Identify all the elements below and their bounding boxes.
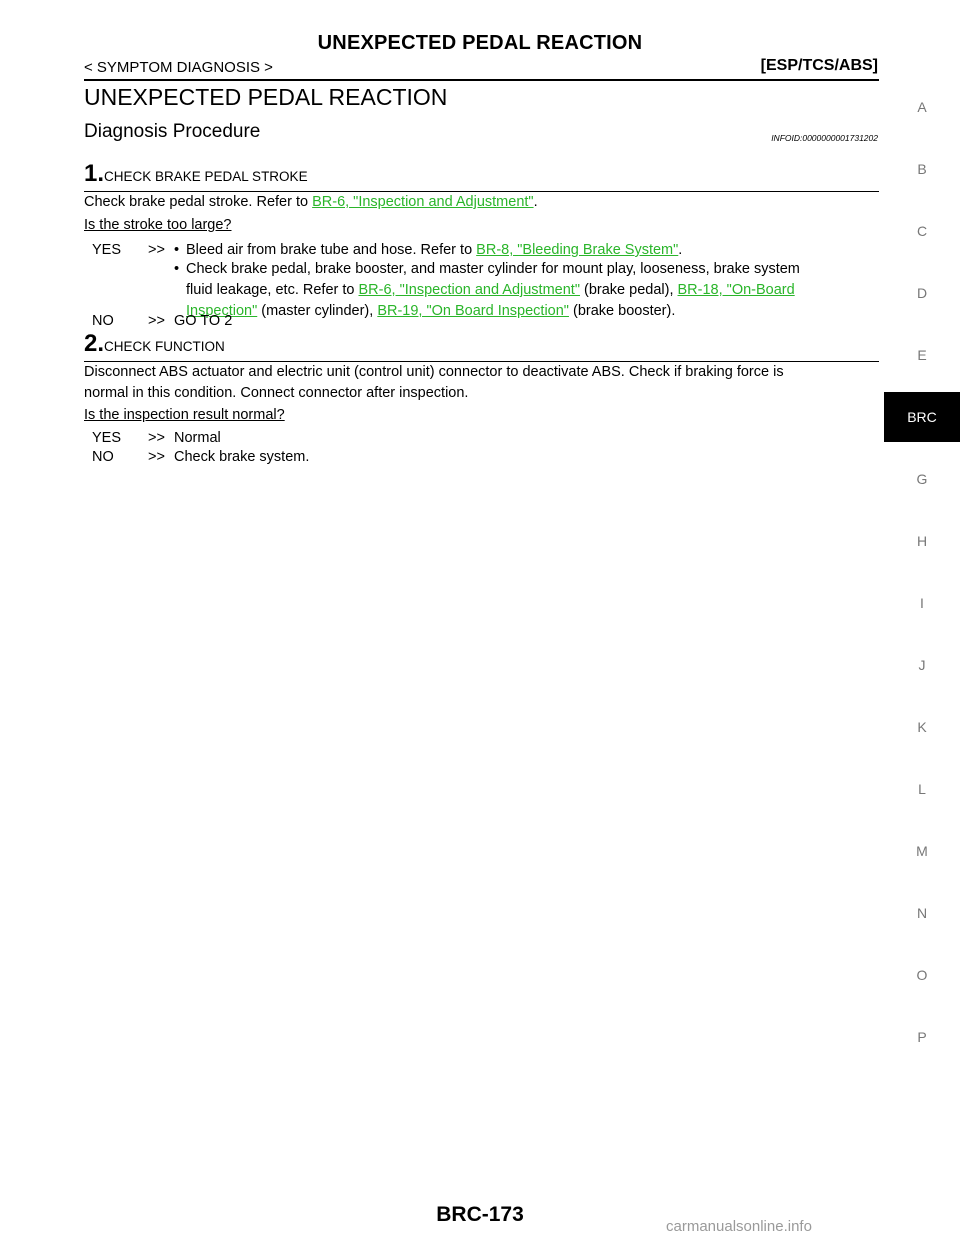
bullet-2-line-3: Inspection" (master cylinder), BR-19, "O… (186, 301, 880, 322)
link-br8-bleeding[interactable]: BR-8, "Bleeding Brake System" (476, 242, 679, 258)
bullet-2-line-1: Check brake pedal, brake booster, and ma… (186, 261, 800, 277)
link-br19-onboard[interactable]: BR-19, "On Board Inspection" (377, 303, 569, 319)
watermark: carmanualsonline.info (666, 1218, 812, 1235)
step-2-no-text: Check brake system. (174, 449, 310, 465)
step-1-text: Check brake pedal stroke. Refer to (84, 194, 313, 210)
section-tab-l[interactable]: L (918, 781, 926, 797)
step-1-instruction: Check brake pedal stroke. Refer to BR-6,… (84, 192, 879, 213)
step-1-no-text: GO TO 2 (174, 313, 233, 329)
step-2-no-label: NO (92, 449, 114, 465)
section-tab-g[interactable]: G (916, 471, 928, 487)
bullet-2-line-2: fluid leakage, etc. Refer to BR-6, "Insp… (186, 280, 880, 301)
section-tab-h[interactable]: H (916, 533, 928, 549)
bullet-2-text-master: (master cylinder), (257, 303, 378, 319)
section-tab-brc[interactable]: BRC (884, 392, 960, 442)
link-br18-onboard-b[interactable]: Inspection" (186, 303, 258, 319)
section-tab-c[interactable]: C (916, 223, 928, 239)
step-1-no-arrow: >> (148, 313, 165, 329)
step-2-yes-arrow: >> (148, 430, 165, 446)
step-2-heading: 2.CHECK FUNCTION (84, 330, 879, 362)
step-2-no-arrow: >> (148, 449, 165, 465)
step-2-line-1: Disconnect ABS actuator and electric uni… (84, 364, 784, 380)
step-2-yes-label: YES (92, 430, 122, 446)
bullet-icon: • (174, 242, 180, 258)
step-1-text-end: . (533, 194, 538, 210)
bullet-1-text: Bleed air from brake tube and hose. Refe… (186, 242, 477, 258)
running-header-section: < SYMPTOM DIAGNOSIS > (84, 59, 273, 76)
section-tab-n[interactable]: N (916, 905, 928, 921)
step-2-number: 2. (84, 330, 105, 357)
link-br18-onboard-a[interactable]: BR-18, "On-Board (677, 282, 795, 298)
section-tab-p[interactable]: P (917, 1029, 927, 1045)
bullet-2-text-pedal: (brake pedal), (579, 282, 678, 298)
step-1-number: 1. (84, 160, 105, 187)
link-br6-inspection-pedal[interactable]: BR-6, "Inspection and Adjustment" (358, 282, 580, 298)
section-subtitle: Diagnosis Procedure (84, 121, 261, 142)
page-number: BRC-173 (436, 1203, 524, 1226)
step-2-instruction: Disconnect ABS actuator and electric uni… (84, 362, 879, 404)
step-1-no-label: NO (92, 313, 114, 329)
step-1-yes-bullet-1: Bleed air from brake tube and hose. Refe… (186, 240, 682, 261)
step-1-yes-arrow: >> (148, 242, 165, 258)
step-1-yes-label: YES (92, 242, 122, 258)
section-tab-a[interactable]: A (917, 99, 927, 115)
section-tab-j[interactable]: J (918, 657, 926, 673)
link-br6-inspection[interactable]: BR-6, "Inspection and Adjustment" (312, 194, 534, 210)
section-tab-b[interactable]: B (917, 161, 927, 177)
step-1-heading: 1.CHECK BRAKE PEDAL STROKE (84, 160, 879, 192)
step-2-title: CHECK FUNCTION (104, 339, 225, 354)
step-2-yes-text: Normal (174, 430, 221, 446)
info-id: INFOID:0000000001731202 (771, 133, 878, 143)
step-2-line-2: normal in this condition. Connect connec… (84, 385, 469, 401)
step-1-title: CHECK BRAKE PEDAL STROKE (104, 169, 308, 184)
bullet-1-end: . (678, 242, 683, 258)
section-tab-d[interactable]: D (916, 285, 928, 301)
section-tab-i[interactable]: I (920, 595, 924, 611)
bullet-icon: • (174, 261, 180, 277)
step-2-question: Is the inspection result normal? (84, 407, 285, 423)
section-tab-m[interactable]: M (916, 843, 928, 859)
section-tab-k[interactable]: K (917, 719, 927, 735)
header-divider (84, 79, 879, 81)
page-title: UNEXPECTED PEDAL REACTION (84, 84, 448, 110)
step-1-yes-bullet-2: Check brake pedal, brake booster, and ma… (186, 259, 880, 322)
bullet-2-text: fluid leakage, etc. Refer to (186, 282, 359, 298)
section-tab-e[interactable]: E (917, 347, 927, 363)
section-tab-o[interactable]: O (916, 967, 928, 983)
running-header-title: UNEXPECTED PEDAL REACTION (317, 32, 643, 54)
bullet-2-text-booster: (brake booster). (568, 303, 676, 319)
step-1-question: Is the stroke too large? (84, 217, 232, 233)
running-header-system: [ESP/TCS/ABS] (760, 57, 878, 74)
